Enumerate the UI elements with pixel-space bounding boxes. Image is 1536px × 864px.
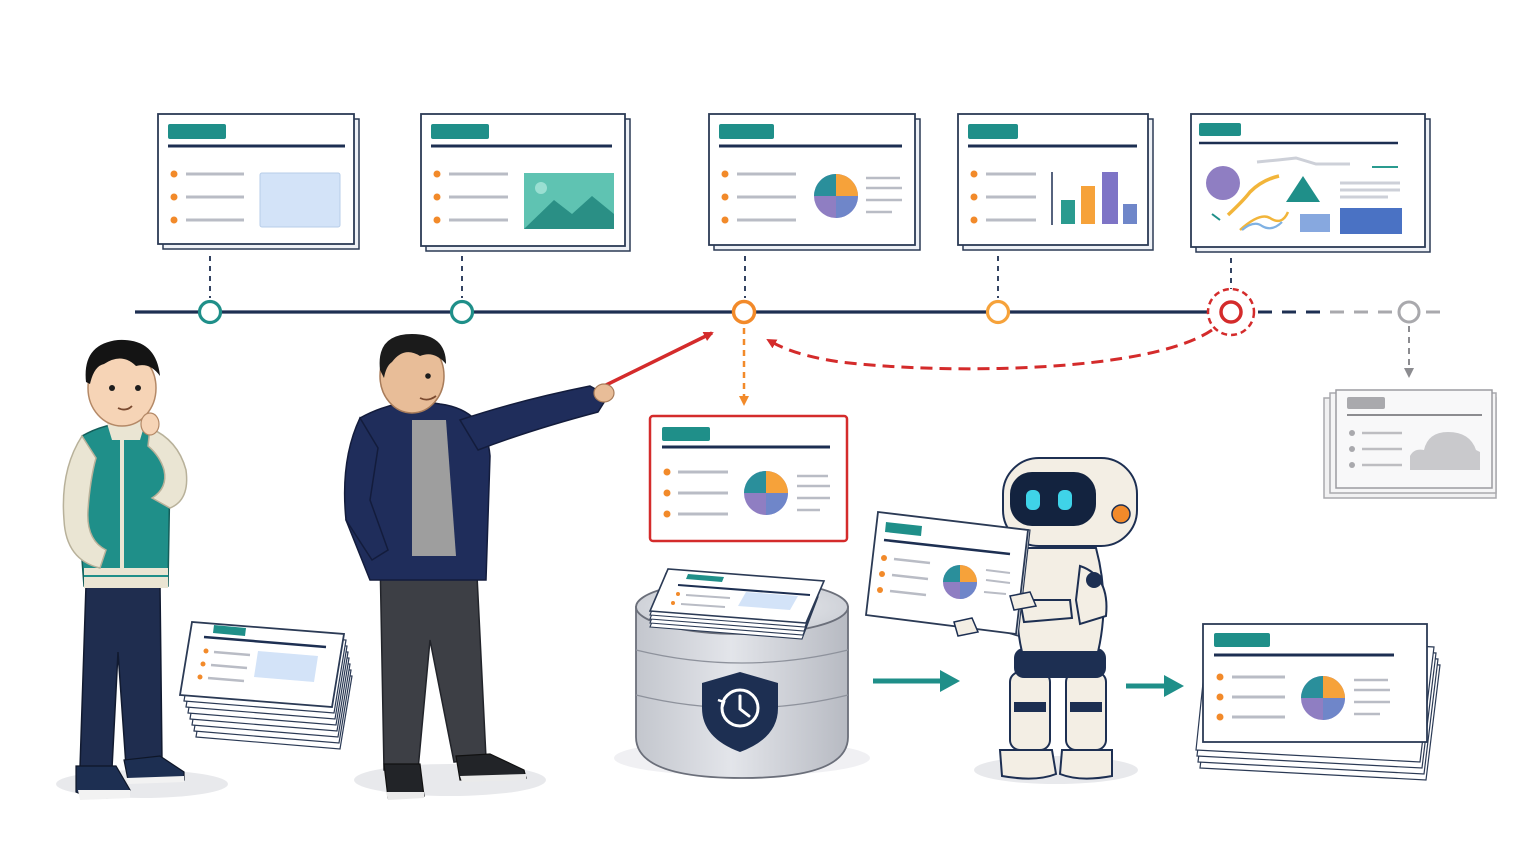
- pie-chart-icon: [744, 471, 788, 515]
- rollback-arrow: [766, 328, 1213, 371]
- slide-stack-left: [178, 621, 353, 750]
- slide-checkpoint-3: [708, 113, 921, 251]
- database-cylinder-icon: [614, 568, 870, 779]
- student-thinking: [56, 339, 228, 800]
- robot-holding-slide: [974, 457, 1138, 784]
- slide-checkpoint-5: [1190, 113, 1431, 253]
- pie-chart-icon: [943, 565, 977, 599]
- slide-checkpoint-4: [957, 113, 1154, 251]
- presenter-pointing: [343, 334, 615, 800]
- restored-slide: [648, 414, 849, 543]
- slide-connectors: [209, 256, 1232, 298]
- checkpoint-node-6[interactable]: [1397, 300, 1421, 324]
- checkpoint-node-5[interactable]: [1206, 287, 1256, 337]
- slide-checkpoint-1: [157, 113, 360, 250]
- slide-checkpoint-2: [420, 113, 631, 252]
- arrow-right-icon: [873, 670, 960, 692]
- timeline: [135, 287, 1446, 337]
- landscape-image-icon: [524, 173, 614, 229]
- pie-chart-icon: [1301, 676, 1345, 720]
- checkpoint-node-1[interactable]: [197, 299, 223, 325]
- mixed-graphics-icon: [1206, 156, 1402, 234]
- result-slide-stack: [1195, 623, 1441, 781]
- robot-held-slide: [865, 510, 1031, 637]
- shield-clock-icon: [702, 672, 778, 752]
- bar-chart-icon: [1051, 172, 1137, 225]
- pie-chart-icon: [814, 174, 858, 218]
- checkpoint-node-2[interactable]: [449, 299, 475, 325]
- discarded-slide: [1323, 389, 1497, 499]
- checkpoint-node-4[interactable]: [985, 299, 1011, 325]
- pointer-stick-icon: [603, 331, 714, 388]
- arrow-right-icon: [1126, 675, 1184, 697]
- cloud-image-icon: [1410, 432, 1480, 470]
- robot-hands: [953, 591, 1038, 637]
- checkpoint-node-3[interactable]: [731, 299, 757, 325]
